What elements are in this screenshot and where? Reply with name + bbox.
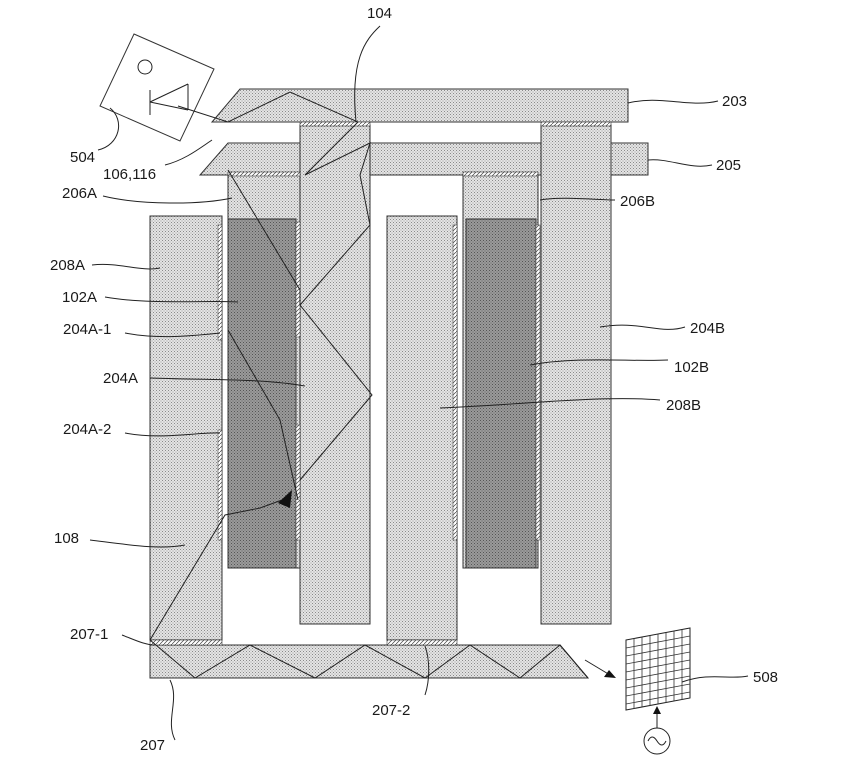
plate-207 [149,644,590,679]
coupler-206A [227,171,301,177]
label-102A: 102A [62,289,97,306]
leader-lines [89,25,749,741]
ac-source-icon [643,706,671,755]
grating-204A-1 [217,224,223,341]
label-207-1: 207-1 [70,626,108,643]
label-208A: 208A [50,257,85,274]
label-102B: 102B [674,359,709,376]
coupler-top-204B [540,121,612,127]
light-path [149,91,589,679]
coupler-206B [462,171,539,177]
block-102A [227,218,297,569]
block-208A [149,215,223,641]
block-208B [386,215,458,641]
block-102B [465,218,537,569]
coupler-207-1 [149,639,223,646]
grating-208B-right [452,224,458,541]
plate-203 [210,88,629,123]
block-204B [540,124,612,625]
block-204A [299,124,371,625]
ray-arrow [278,490,292,508]
label-207: 207 [140,737,165,754]
grating-102A-right-top [295,221,301,338]
label-508: 508 [753,669,778,686]
label-206B: 206B [620,193,655,210]
diode-source-icon [99,33,215,142]
output-arrowhead [604,670,616,678]
output-arrow [584,659,611,676]
grating-204A-2 [217,429,223,541]
label-504: 504 [70,149,95,166]
label-203: 203 [722,93,747,110]
label-207-2: 207-2 [372,702,410,719]
label-204A-2: 204A-2 [63,421,111,438]
grating-102A-right-bottom [295,424,301,541]
label-204A-1: 204A-1 [63,321,111,338]
label-108: 108 [54,530,79,547]
coupler-top-204A [299,121,371,127]
label-205: 205 [716,157,741,174]
coupler-207-2 [386,639,458,646]
label-106-116: 106,116 [103,166,156,183]
grating-102B-right [535,224,541,541]
label-104: 104 [367,5,392,22]
label-208B: 208B [666,397,701,414]
label-206A: 206A [62,185,97,202]
label-204A: 204A [103,370,138,387]
grid-detector-icon [625,627,691,711]
label-204B: 204B [690,320,725,337]
